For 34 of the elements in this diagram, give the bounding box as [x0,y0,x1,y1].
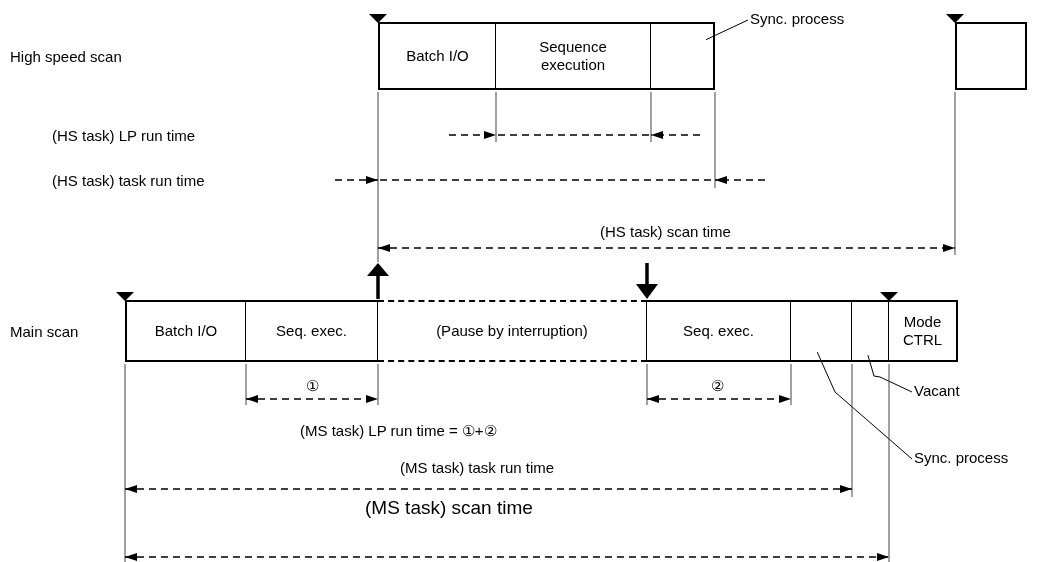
segment-box [246,300,378,362]
segment-label: Mode CTRL [901,313,944,349]
dimension-label: (MS task) scan time [365,496,533,519]
dimension-label: (HS task) LP run time [52,126,196,145]
row-label: Main scan [10,322,79,341]
callout-text: Vacant [914,382,960,400]
segment-box [496,22,651,90]
segment-label: Seq. exec. [275,322,348,340]
dimension-label: (HS task) task run time [52,171,205,190]
segment-label: (Pause by interruption) [435,322,589,340]
segment-label: Batch I/O [405,47,470,65]
segment-label: Batch I/O [153,322,219,340]
row-label: High speed scan [10,47,122,66]
empty-segment-box [955,22,1027,90]
empty-segment-box [791,300,852,362]
segment-box [378,300,647,362]
callout-text: Sync. process [914,449,1009,467]
dimension-label: (MS task) task run time [400,458,555,477]
segment-box [125,300,246,362]
segment-box [647,300,791,362]
dimension-label: (HS task) scan time [600,222,731,241]
leader-line [867,354,913,393]
callout-number: ① [306,376,319,395]
segment-box [378,22,496,90]
leader-line [705,19,749,41]
empty-segment-box [852,300,889,362]
formula-label: (MS task) LP run time = ①+② [300,421,497,440]
callout-number: ② [711,376,724,395]
segment-label: Seq. exec. [682,322,755,340]
empty-segment-box [651,22,715,90]
leader-line [816,351,913,460]
callout-text: Sync. process [750,10,845,28]
segment-box [889,300,958,362]
segment-label: Sequence execution [538,38,608,74]
